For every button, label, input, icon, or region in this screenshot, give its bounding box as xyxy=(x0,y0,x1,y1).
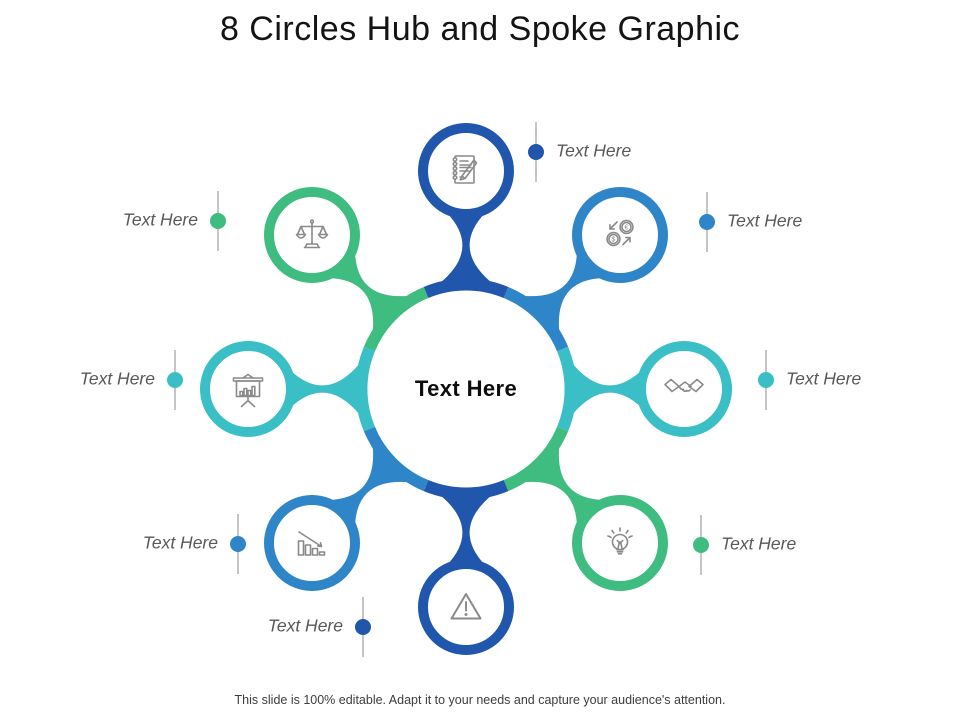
handshake-icon xyxy=(664,378,704,393)
hub-ring-segment-bottom-left xyxy=(363,426,429,492)
node-label-top[interactable]: Text Here xyxy=(556,140,632,161)
node-label-bottom-left[interactable]: Text Here xyxy=(142,532,218,553)
footer-note: This slide is 100% editable. Adapt it to… xyxy=(234,693,726,707)
hub-ring-segment-right xyxy=(557,346,577,432)
balance-scale-icon xyxy=(295,219,329,249)
label-connector-dot-top xyxy=(528,144,544,160)
svg-text:€: € xyxy=(625,224,629,231)
hub-label[interactable]: Text Here xyxy=(414,376,518,401)
spoke-right xyxy=(572,363,642,415)
label-connector-dot-left xyxy=(167,372,183,388)
node-label-right[interactable]: Text Here xyxy=(786,368,862,389)
node-label-bottom-right[interactable]: Text Here xyxy=(721,533,797,554)
hub-ring xyxy=(355,278,577,500)
warning-triangle-icon xyxy=(450,593,482,620)
currency-exchange-icon: € $ xyxy=(606,219,634,247)
notebook-pencil-icon xyxy=(452,155,478,184)
declining-bar-chart-icon xyxy=(297,531,326,556)
node-circle-left xyxy=(200,341,296,437)
slide-title: 8 Circles Hub and Spoke Graphic xyxy=(219,10,741,48)
node-label-bottom[interactable]: Text Here xyxy=(267,615,343,636)
label-connector-dot-bottom-right xyxy=(693,537,709,553)
label-connector-dot-top-right xyxy=(699,214,715,230)
spoke-top xyxy=(440,213,492,283)
node-label-top-left[interactable]: Text Here xyxy=(122,209,198,230)
hub-ring-segment-bottom-right xyxy=(503,426,569,492)
label-connectors xyxy=(167,122,774,657)
hub-inner-fill xyxy=(368,291,564,487)
label-connector-dot-right xyxy=(758,372,774,388)
spoke-bottom xyxy=(440,495,492,565)
hub-ring-segment-bottom xyxy=(423,480,509,500)
label-connector-dot-bottom-left xyxy=(230,536,246,552)
node-circle-bottom-left xyxy=(264,495,360,591)
hub-ring-segment-left xyxy=(355,346,375,432)
hub-ring-segment-top-right xyxy=(503,286,569,352)
svg-text:$: $ xyxy=(612,236,616,243)
node-label-top-right[interactable]: Text Here xyxy=(727,210,803,231)
label-connector-dot-bottom xyxy=(355,619,371,635)
node-label-left[interactable]: Text Here xyxy=(79,368,155,389)
hub-ring-segment-top xyxy=(423,278,509,299)
hub-ring-segment-top-left xyxy=(363,286,429,352)
presentation-chart-icon xyxy=(232,373,264,408)
lightbulb-icon xyxy=(607,527,633,555)
node-circle-top-right xyxy=(572,187,668,283)
label-connector-dot-top-left xyxy=(210,213,226,229)
spoke-left xyxy=(290,363,360,415)
